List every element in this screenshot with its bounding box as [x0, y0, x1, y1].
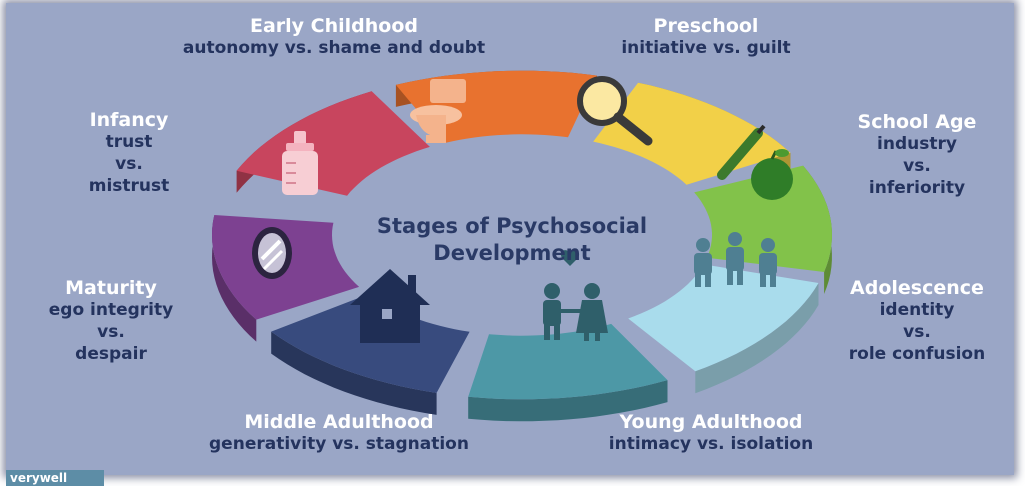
- stage-conflict: vs.: [97, 322, 125, 342]
- baby-bottle-icon: [282, 131, 318, 195]
- stage-conflict: identity: [879, 300, 955, 320]
- stage-name: Young Adulthood: [619, 411, 803, 433]
- couple-heart-icon: [543, 250, 608, 341]
- pencil-apple-icon: [717, 124, 793, 200]
- diagram-frame: Infancy trust vs. mistrust Early Childho…: [6, 3, 1014, 475]
- magnifying-glass-icon: [577, 76, 653, 146]
- stage-conflict: vs.: [903, 322, 931, 342]
- wheel-segment-school-age: [694, 165, 832, 294]
- toilet-icon: [410, 79, 466, 143]
- stage-conflict: inferiority: [868, 178, 966, 198]
- wheel-segment-infancy: [236, 91, 430, 196]
- mirror-icon: [252, 227, 292, 279]
- stage-label-school-age: School Age industry vs. inferiority: [832, 111, 1002, 199]
- stage-name: Adolescence: [850, 277, 984, 299]
- stage-label-infancy: Infancy trust vs. mistrust: [54, 109, 204, 197]
- stage-label-adolescence: Adolescence identity vs. role confusion: [824, 277, 1010, 365]
- stage-conflict: vs.: [903, 156, 931, 176]
- verywell-logo: verywell: [6, 470, 104, 486]
- wheel-segment-adolescence: [628, 264, 819, 394]
- stage-label-maturity: Maturity ego integrity vs. despair: [26, 277, 196, 365]
- stage-conflict: intimacy vs. isolation: [608, 434, 814, 454]
- wheel-segment-middle-adulthood: [271, 294, 470, 415]
- stage-conflict: mistrust: [88, 176, 170, 196]
- stage-name: Early Childhood: [249, 15, 418, 37]
- stage-name: Maturity: [65, 277, 157, 299]
- stage-wheel: [212, 70, 832, 422]
- stage-conflict: autonomy vs. shame and doubt: [182, 38, 486, 58]
- stage-label-early-childhood: Early Childhood autonomy vs. shame and d…: [144, 15, 524, 59]
- stage-conflict: despair: [75, 344, 147, 364]
- stage-name: Infancy: [89, 109, 169, 131]
- house-icon: [350, 269, 430, 343]
- teen-group-icon: [694, 232, 777, 287]
- stage-label-preschool: Preschool initiative vs. guilt: [576, 15, 836, 59]
- stage-conflict: vs.: [115, 154, 143, 174]
- wheel-segment-young-adulthood: [468, 323, 668, 422]
- stage-conflict: generativity vs. stagnation: [209, 434, 469, 454]
- stage-conflict: role confusion: [848, 344, 986, 364]
- stage-label-middle-adulthood: Middle Adulthood generativity vs. stagna…: [174, 411, 504, 455]
- stage-label-young-adulthood: Young Adulthood intimacy vs. isolation: [566, 411, 856, 455]
- stage-name: School Age: [857, 111, 977, 133]
- stage-conflict: industry: [877, 134, 957, 154]
- stage-name: Preschool: [653, 15, 759, 37]
- stage-conflict: initiative vs. guilt: [621, 38, 791, 58]
- stage-conflict: trust: [105, 132, 153, 152]
- stage-name: Middle Adulthood: [244, 411, 434, 433]
- stage-conflict: ego integrity: [48, 300, 174, 320]
